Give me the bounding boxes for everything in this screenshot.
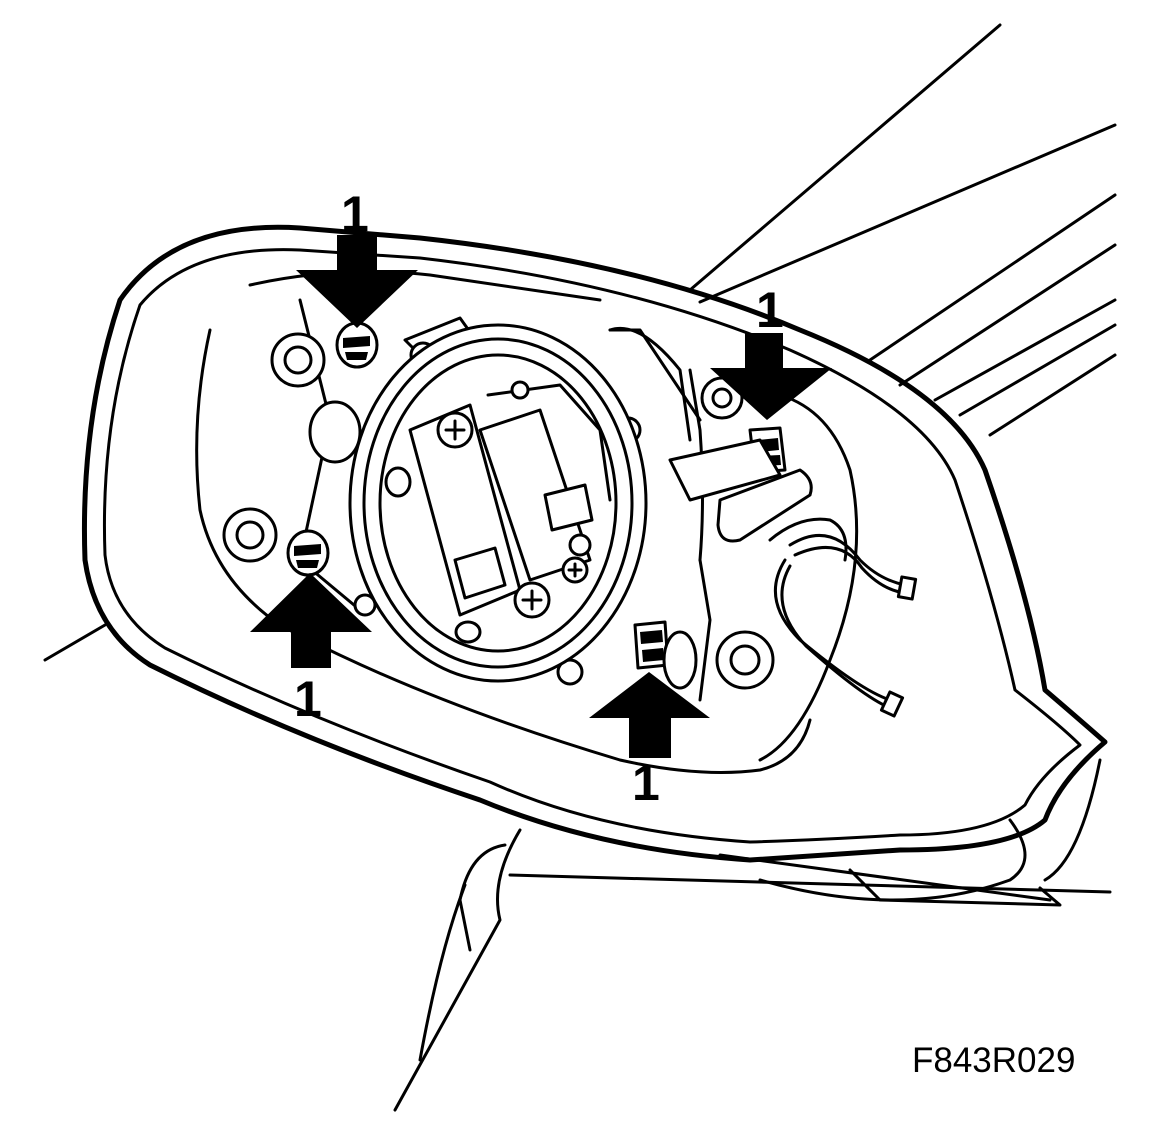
adjuster-motors <box>384 380 612 644</box>
callout-arrows <box>250 235 832 758</box>
mirror-housing <box>81 224 1108 863</box>
callout-label-bottom-right: 1 <box>632 755 660 811</box>
wiring-harness <box>768 517 918 718</box>
callout-labels: 1 1 1 1 <box>294 186 784 811</box>
callout-label-top-right: 1 <box>756 282 784 338</box>
arrow-up-bottom-left <box>250 573 372 668</box>
figure-code: F843R029 <box>912 1041 1075 1080</box>
callout-label-top-left: 1 <box>341 186 369 242</box>
clip-bottom-left <box>286 529 330 577</box>
adjuster-ring <box>348 316 648 686</box>
door-frame-lines <box>43 23 1117 662</box>
arrow-down-top-left <box>296 235 418 328</box>
clip-fasteners <box>286 321 787 690</box>
arrow-up-bottom-right <box>589 672 710 758</box>
mirror-base <box>393 758 1112 1112</box>
motor-bracket <box>608 326 813 543</box>
clip-bottom-right <box>633 620 698 690</box>
callout-label-bottom-left: 1 <box>294 671 322 727</box>
clip-top-left <box>335 321 379 369</box>
arrow-down-top-right <box>710 333 832 420</box>
